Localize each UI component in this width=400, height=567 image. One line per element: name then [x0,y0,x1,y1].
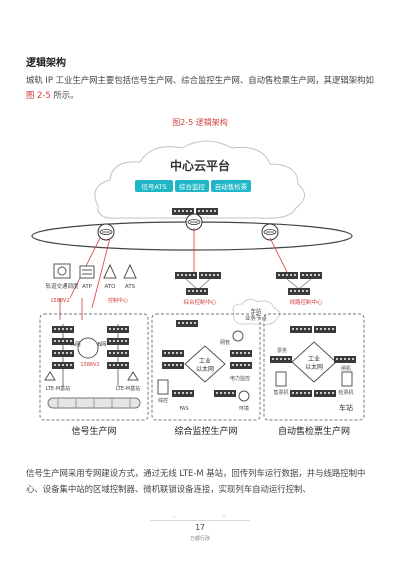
zone-name-signal: 信号生产网 [71,425,116,437]
label-scada-core-1: 工业 [199,357,211,365]
label-line-control-center: 线路控制中心 [289,298,323,306]
label-ato: ATO [104,284,116,290]
signal-top-devices [53,263,137,279]
svg-text:自动售检票: 自动售检票 [215,182,248,191]
label-scada-control: 综控 [158,397,168,404]
label-scada-environment: 环境 [239,405,249,412]
footer-ornament-left-icon: ◠ [172,515,177,521]
svg-text:信号ATS: 信号ATS [141,182,166,191]
label-afc-ticketing: 票务 [277,347,287,354]
central-cloud-platform [94,140,305,219]
label-scada-fas: FAS [179,406,188,412]
body-paragraph: 信号生产网采用专网建设方式，通过无线 LTE-M 基站，回传列车运行数据，并与线… [26,468,366,494]
core-router-left [97,223,115,241]
intro-text: 城轨 IP 工业生产网主要包括信号生产网、综合监控生产网、自动售检票生产网，其逻… [26,75,374,85]
label-afc-core-2: 以太网 [305,363,323,371]
label-network-a: A网 [71,341,81,348]
label-afc-station: 车站 [339,403,353,412]
intro-text-tail: 所示。 [50,90,79,100]
cloud-service-afc: 自动售检票 [211,180,251,192]
signal-production-zone [39,313,149,421]
label-afc-checker: 检票机 [338,389,353,396]
svg-text:业务节点: 业务节点 [245,314,268,322]
integrated-monitoring-zone [151,313,261,421]
zone-name-scada: 综合监控生产网 [174,425,237,437]
label-control-center-link: 控制中心 [108,297,128,304]
footer-ornament-right-icon: ◠ [222,515,227,521]
label-lte-m-left: LTE-M基站 [46,385,70,392]
core-router-right [261,223,279,241]
label-scada-core-2: 以太网 [196,365,214,373]
footer-divider [150,520,250,521]
afc-production-zone [263,313,365,421]
label-integrated-control-center: 综合控制中心 [183,298,217,306]
label-1588v2-link: 1588V2 [50,298,69,304]
station-business-node-bubble: 车站 业务节点 [232,299,280,325]
label-lte-m-right: LTE-M基站 [116,385,140,392]
intro-paragraph: 城轨 IP 工业生产网主要包括信号生产网、综合监控生产网、自动售检票生产网，其逻… [26,73,376,103]
svg-text:车站: 车站 [250,307,262,315]
figure-caption: 图2-5 逻辑架构 [172,118,228,127]
page-number: 17 [195,523,205,532]
section-title: 逻辑架构 [26,58,66,69]
cloud-service-integrated-monitoring: 综合监控 [175,180,209,192]
cloud-service-signal-ats: 信号ATS [135,180,173,192]
line-control-center-devices [276,272,322,295]
label-scada-nms: 网管 [220,339,230,346]
publisher-label: 万都行政 [189,536,210,542]
label-atp: ATP [82,284,93,290]
label-afc-vending: 售票机 [273,389,288,396]
cloud-title: 中心云平台 [170,158,230,173]
label-1588v2-station: 1588V2 [80,362,99,368]
figure-reference-link[interactable]: 图 2-5 [26,90,51,100]
logical-architecture-diagram: 中心云平台 信号ATS 综合监控 自动售检票 [31,140,365,437]
label-network-b: B网 [97,341,107,348]
control-center-devices [175,272,221,295]
label-afc-gate: 闸机 [341,365,351,372]
label-ats: ATS [125,284,136,290]
label-afc-core-1: 工业 [308,355,320,363]
label-scada-power: 电力监控 [230,375,250,382]
svg-text:综合监控: 综合监控 [179,182,206,191]
label-dispatch: 轨道交通调度 [45,282,79,290]
zone-name-afc: 自动售检票生产网 [278,425,350,437]
core-router-center [185,213,203,231]
